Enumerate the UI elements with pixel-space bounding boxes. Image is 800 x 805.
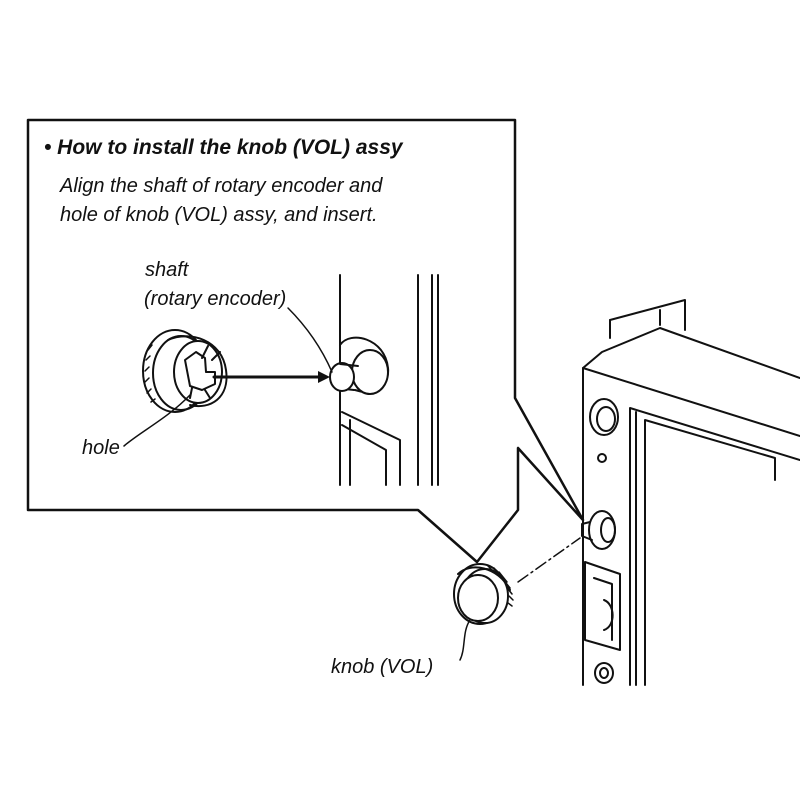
alignment-line [517, 537, 581, 583]
hole-label: hole [82, 437, 120, 459]
callout-box [26, 118, 585, 564]
shaft-on-device [581, 510, 616, 550]
shaft-label: shaft [145, 259, 189, 281]
knob-leader [459, 619, 471, 661]
shaft-leader [287, 307, 333, 373]
detail-shaft [329, 336, 390, 395]
detail-knob-back [142, 329, 228, 413]
instruction-line-2: hole of knob (VOL) assy, and insert. [60, 204, 378, 226]
device-slot [584, 561, 621, 684]
hole-leader [123, 394, 191, 447]
knob-label: knob (VOL) [331, 656, 434, 678]
shaft-detail-label: (rotary encoder) [144, 288, 287, 310]
instruction-title: • How to install the knob (VOL) assy [44, 136, 403, 159]
insert-arrow-head [318, 371, 330, 383]
knob-vol [453, 563, 514, 625]
instruction-line-1: Align the shaft of rotary encoder and [60, 175, 383, 197]
device-buttons [589, 398, 619, 463]
head-unit-panel [582, 299, 800, 686]
